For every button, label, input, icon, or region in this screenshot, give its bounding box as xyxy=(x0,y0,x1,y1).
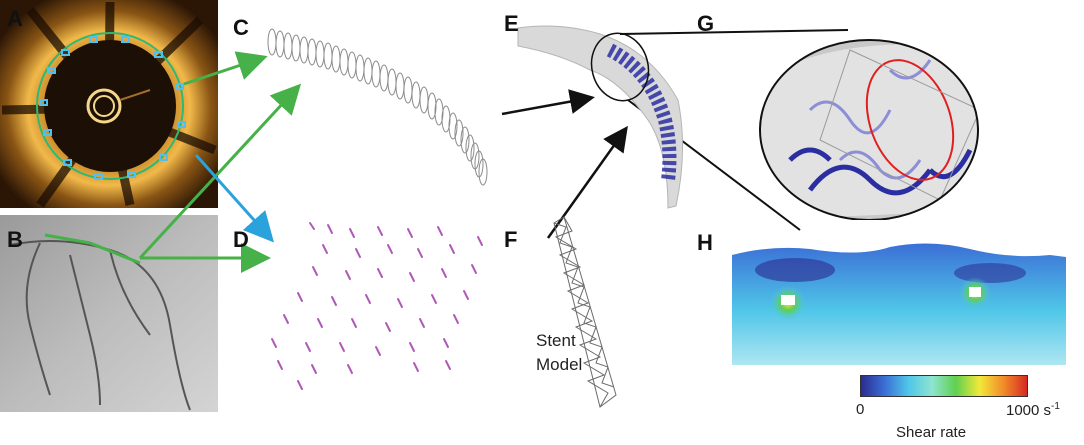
panel-label-g: G xyxy=(697,11,715,36)
panel-label-a: A xyxy=(7,6,23,31)
colorbar-title: Shear rate xyxy=(896,424,967,441)
panel-h-shear-rate-map: H 0 1000 s-1 Shear rate xyxy=(690,225,1084,441)
panel-f-stent-model: F Stent Model xyxy=(500,215,630,415)
stent-caption-line2: Model xyxy=(536,355,583,374)
panel-label-f: F xyxy=(504,227,518,252)
zoom-lens xyxy=(759,39,979,220)
panel-label-d: D xyxy=(233,227,249,252)
panel-c-centerline: C xyxy=(228,10,508,210)
panel-a-oct-image: A xyxy=(0,0,218,208)
reconstructed-vessel xyxy=(517,25,684,209)
stent-caption-line1: Stent xyxy=(536,331,576,350)
colorbar-max-value: 1000 s xyxy=(1006,402,1052,419)
colorbar-max-exponent: -1 xyxy=(1051,401,1060,412)
panel-label-h: H xyxy=(697,230,713,255)
vessel-centerline-coil xyxy=(267,28,488,186)
colorbar xyxy=(860,375,1028,397)
panel-d-strut-points: D xyxy=(228,215,508,415)
oct-cross-section xyxy=(0,0,218,208)
shear-rate-contour xyxy=(732,243,1066,365)
panel-b-angiography-image: B xyxy=(0,215,218,412)
panel-g-zoom-detail: G xyxy=(690,10,1084,220)
panel-e-vessel-with-stent: E xyxy=(500,10,690,215)
strut-point-cloud xyxy=(271,222,483,390)
angiography xyxy=(0,215,218,412)
colorbar-max-label: 1000 s-1 xyxy=(1006,401,1060,419)
panel-label-c: C xyxy=(233,15,249,40)
panel-label-b: B xyxy=(7,227,23,252)
colorbar-min-label: 0 xyxy=(856,401,865,418)
panel-label-e: E xyxy=(504,11,519,36)
stent-mesh xyxy=(553,216,617,408)
